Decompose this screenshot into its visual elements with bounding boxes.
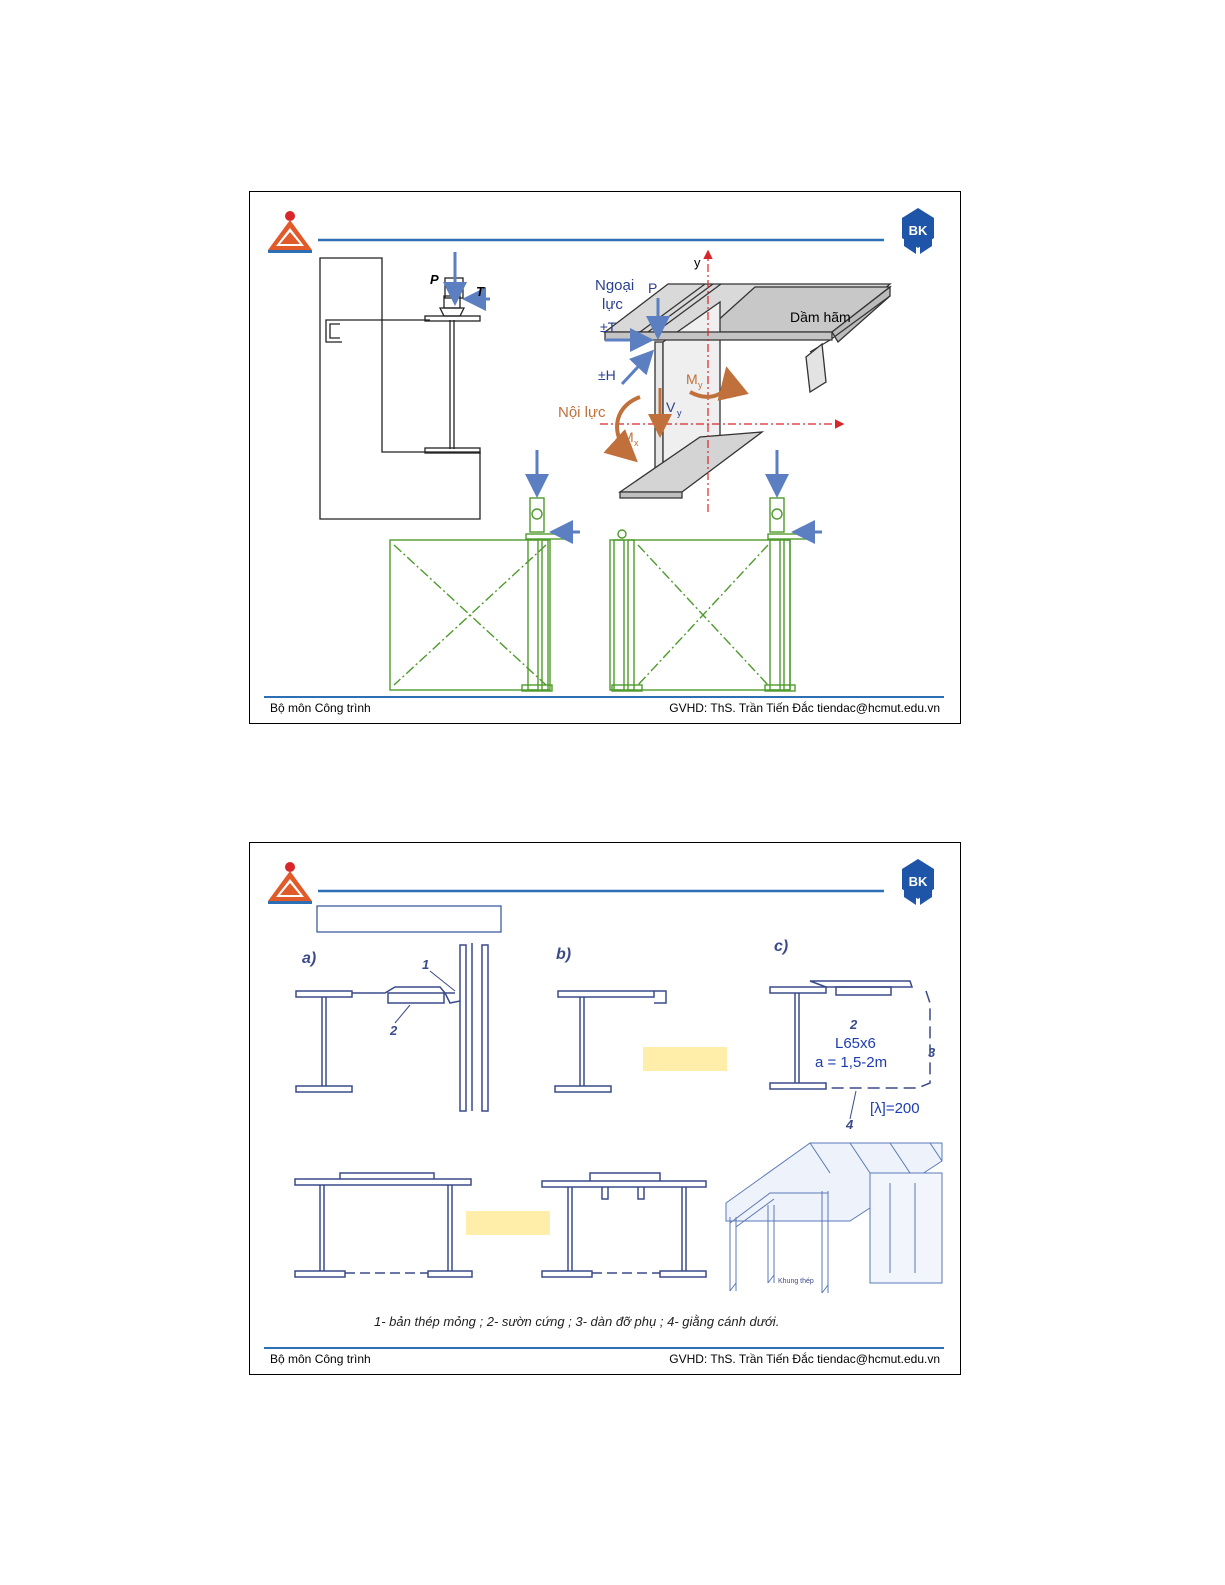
load-arrow-H — [620, 349, 655, 386]
label-y-axis: y — [694, 255, 701, 270]
number-4: 4 — [845, 1117, 854, 1132]
panel-label-b: b) — [556, 946, 571, 963]
label-H: ±H — [598, 367, 616, 383]
label-Mx-sub: x — [634, 438, 639, 448]
number-3: 3 — [928, 1045, 936, 1060]
label-noi-luc: Nội lực — [558, 404, 606, 421]
label-Vy-sub: y — [677, 408, 682, 418]
footer-department: Bộ môn Công trình — [270, 701, 371, 715]
slenderness-label: [λ]=200 — [870, 1100, 920, 1117]
column-drawing — [319, 257, 481, 520]
section-drawings — [294, 943, 931, 1278]
label-ngoai-luc-1: Ngoại — [595, 277, 634, 294]
spacing-label: a = 1,5-2m — [815, 1054, 887, 1071]
legend-text: 1- bản thép mỏng ; 2- sườn cứng ; 3- dàn… — [374, 1314, 779, 1329]
green-frame-left — [389, 497, 567, 692]
slide-2: BK — [249, 842, 961, 1375]
bk-logo: BK — [902, 859, 934, 905]
label-ngoai-luc-2: lực — [602, 296, 623, 313]
label-P: P — [648, 280, 657, 296]
section-label: L65x6 — [835, 1035, 876, 1052]
label-dam-ham: Dầm hãm — [790, 309, 851, 325]
footer-department: Bộ môn Công trình — [270, 1352, 371, 1366]
label-My: M — [686, 371, 698, 387]
number-2a: 2 — [389, 1023, 398, 1038]
frame-caption: Khung thép — [778, 1278, 814, 1285]
steel-frame-sketch — [725, 1142, 943, 1294]
panel-label-a: a) — [302, 950, 316, 967]
crane-beam-3d — [603, 283, 892, 499]
label-Mx: M — [622, 429, 634, 445]
school-logo — [268, 211, 312, 253]
green-frame-right — [609, 497, 809, 692]
label-My-sub: y — [698, 380, 703, 390]
slide-1-drawing: BK P T — [264, 208, 944, 698]
label-T-left: T — [476, 284, 485, 299]
bk-logo: BK — [902, 208, 934, 254]
label-T: ±T — [600, 319, 617, 335]
footer-instructor: GVHD: ThS. Trần Tiến Đắc tiendac@hcmut.e… — [669, 1352, 940, 1366]
label-P-left: P — [430, 272, 439, 287]
panel-label-c: c) — [774, 938, 788, 955]
slide-2-drawing: BK — [264, 859, 944, 1349]
school-logo — [268, 862, 312, 904]
bk-logo-text: BK — [909, 874, 928, 889]
moment-My-arrow — [689, 366, 749, 401]
bk-logo-text: BK — [909, 223, 928, 238]
number-1: 1 — [422, 957, 429, 972]
highlight-box-2 — [466, 1211, 550, 1235]
slide-1: BK P T — [249, 191, 961, 724]
footer-instructor: GVHD: ThS. Trần Tiến Đắc tiendac@hcmut.e… — [669, 701, 940, 715]
number-2c: 2 — [849, 1017, 858, 1032]
moment-Mx-arrow — [603, 395, 641, 463]
title-box — [316, 905, 502, 933]
label-Vy: V — [666, 399, 676, 415]
highlight-box-1 — [643, 1047, 727, 1071]
